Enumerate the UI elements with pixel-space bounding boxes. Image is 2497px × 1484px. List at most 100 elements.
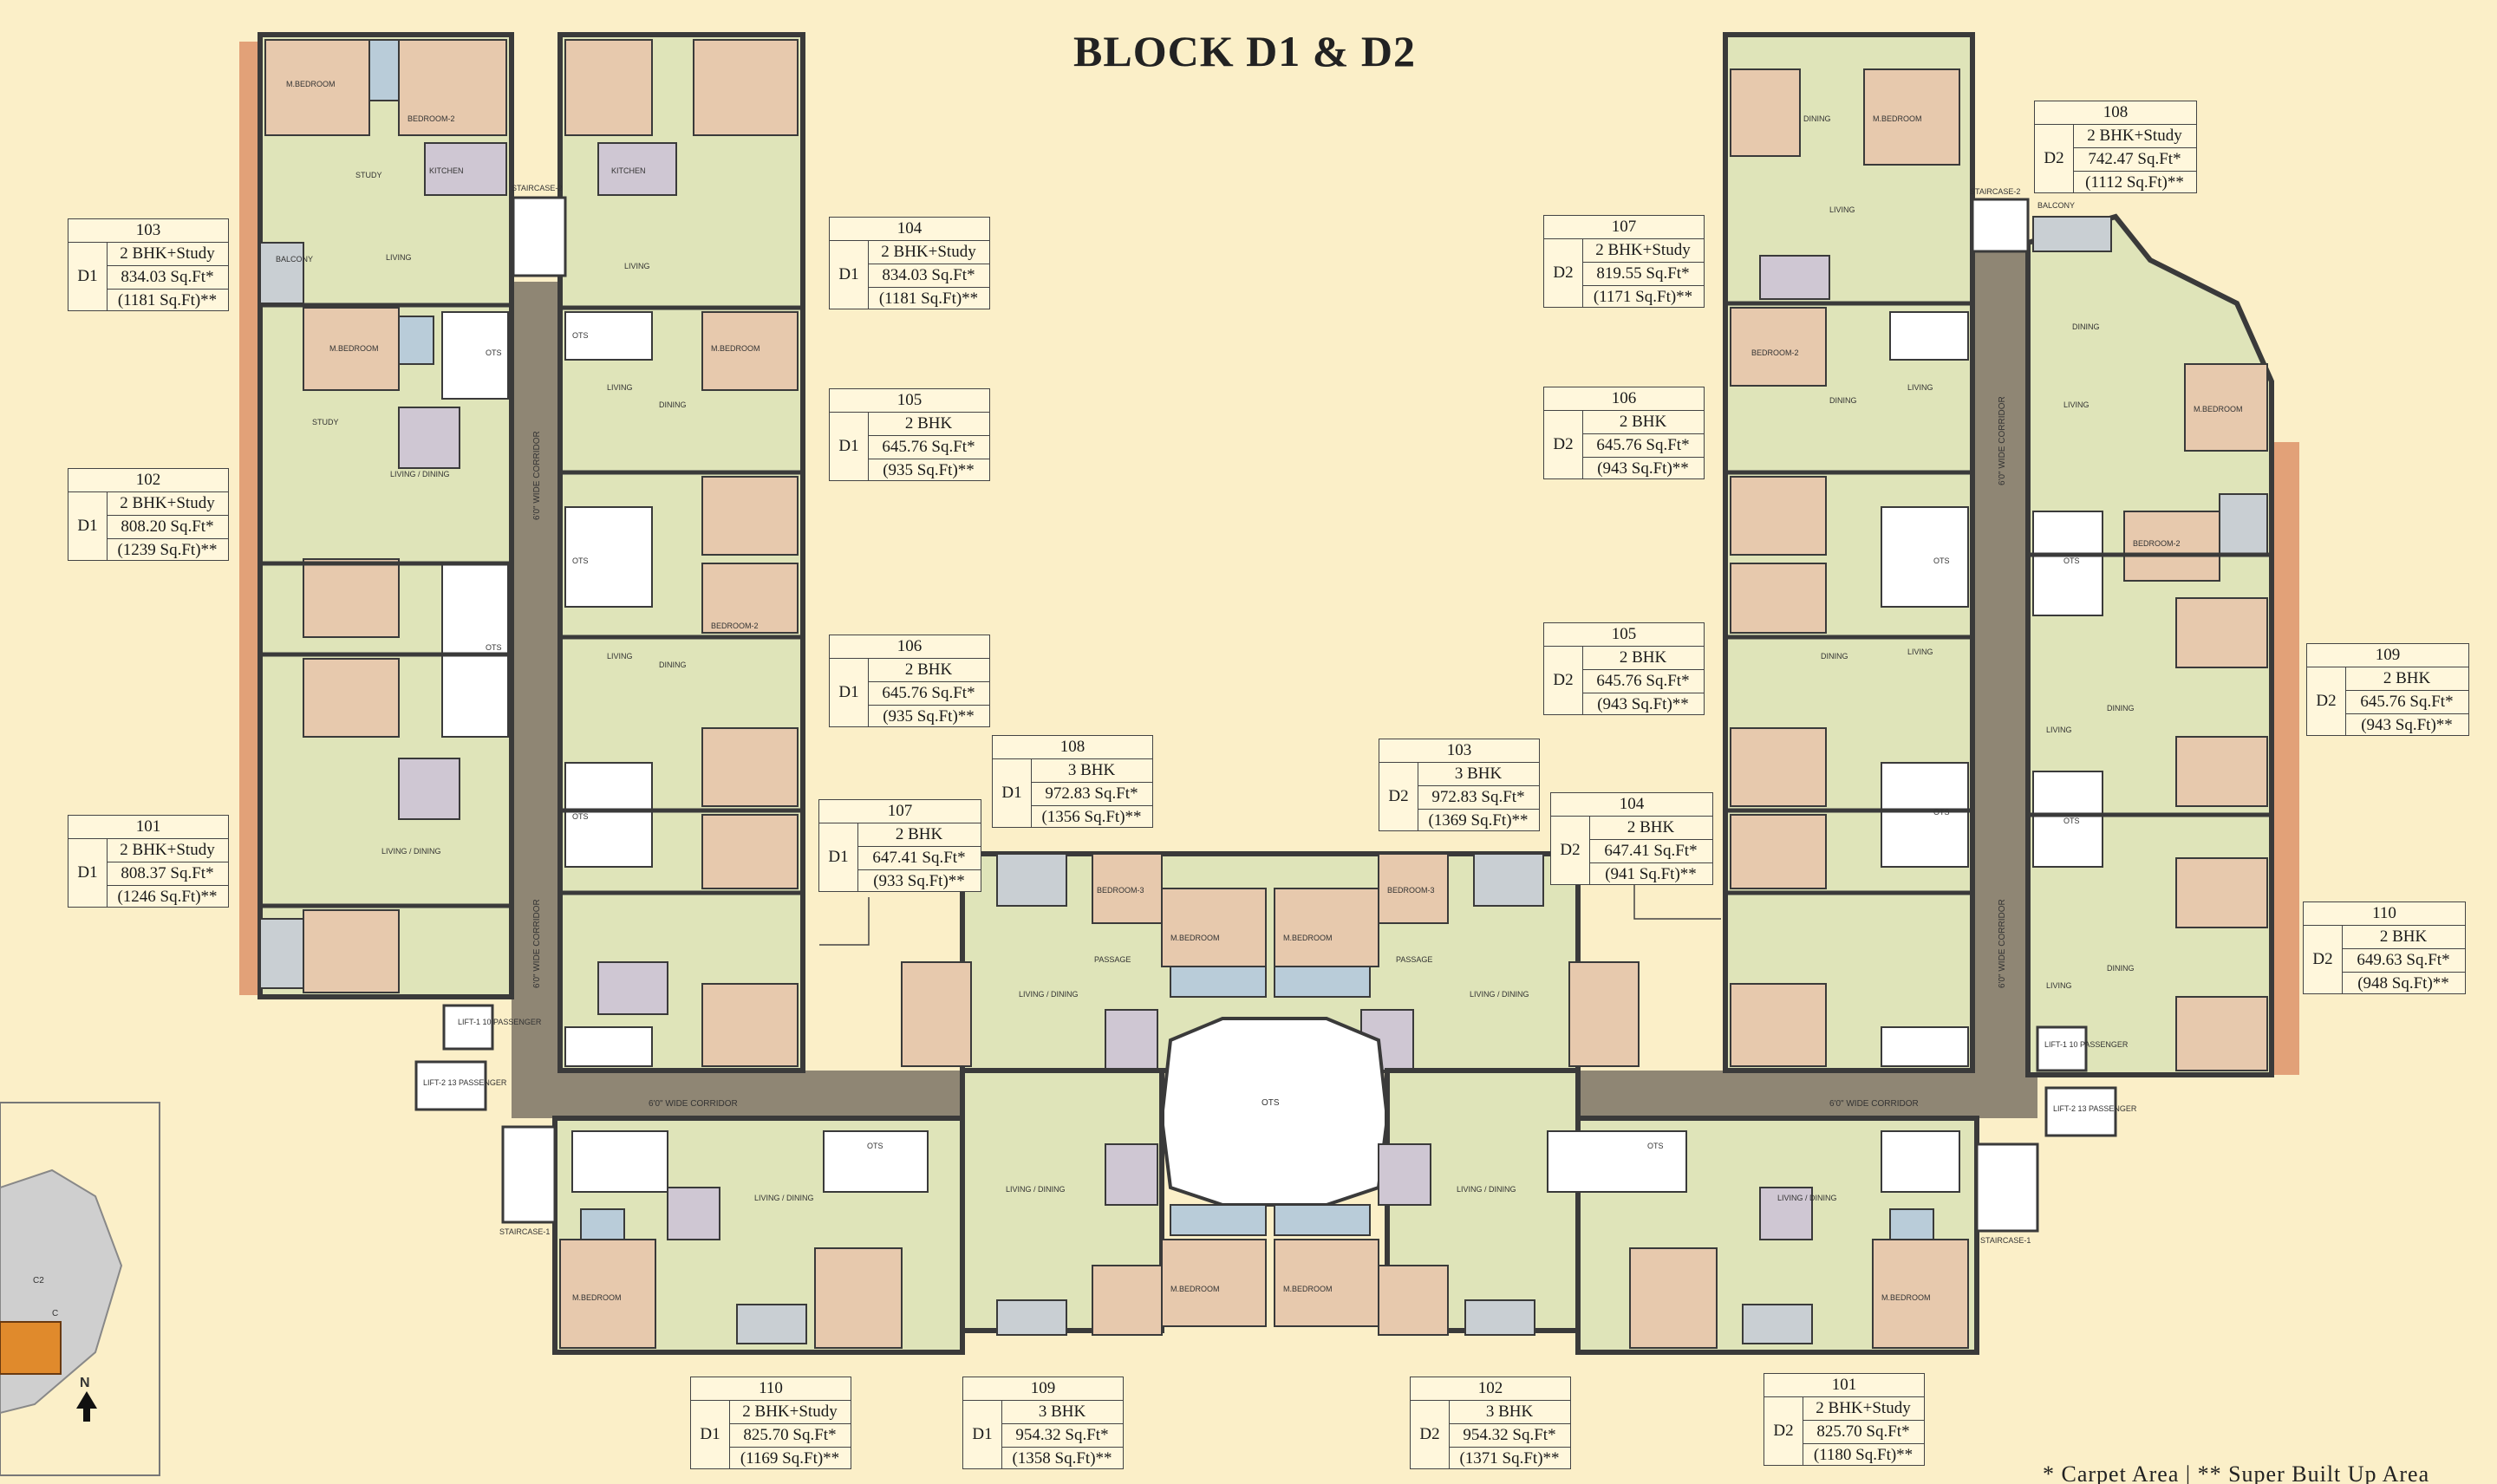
room-label-living: LIVING	[1907, 383, 1933, 392]
room-kitchen	[1378, 1143, 1431, 1206]
page-title: BLOCK D1 & D2	[1073, 27, 1416, 75]
unit-type: 2 BHK	[1582, 411, 1704, 434]
room-label-m-bedroom: M.BEDROOM	[1170, 934, 1220, 942]
unit-block: D2	[1544, 647, 1583, 714]
key-plan-highlight	[0, 1321, 62, 1375]
unit-block: D2	[1544, 411, 1583, 478]
north-label: N	[80, 1376, 90, 1390]
room-label-bedroom-3: BEDROOM-3	[1097, 886, 1144, 895]
room-ots	[564, 1026, 653, 1067]
room-label-dining: DINING	[2072, 322, 2100, 331]
room-label-living-dining: LIVING / DINING	[1006, 1185, 1066, 1194]
lift-1-label: LIFT-1 10 PASSENGER	[458, 1018, 542, 1026]
room-balcony	[1473, 853, 1544, 907]
lift-1-shaft	[442, 1004, 494, 1051]
landscape-edge-east	[2273, 442, 2299, 1075]
unit-type: 3 BHK	[1418, 763, 1539, 786]
unit-super-built-up-area: (1181 Sq.Ft)**	[117, 291, 218, 309]
unit-block: D1	[830, 413, 869, 480]
unit-block: D1	[830, 659, 869, 726]
staircase-1-east	[1975, 1142, 2039, 1233]
room-bedroom	[1730, 727, 1827, 807]
unit-super-built-up-area: (943 Sq.Ft)**	[1597, 459, 1689, 478]
unit-type: 2 BHK	[1589, 817, 1712, 840]
room-ots	[564, 762, 653, 868]
unit-carpet-area: 649.63 Sq.Ft*	[2342, 949, 2465, 973]
unit-carpet-area: 645.76 Sq.Ft*	[868, 436, 989, 459]
room-label-living: LIVING	[607, 652, 633, 661]
unit-type: 2 BHK+Study	[729, 1401, 851, 1424]
unit-type: 2 BHK	[857, 823, 981, 847]
room-kitchen	[424, 142, 507, 196]
unit-super-built-up-area: (933 Sq.Ft)**	[873, 872, 965, 890]
room-label-passage: PASSAGE	[1396, 955, 1432, 964]
room-bedroom	[701, 727, 799, 807]
wing-south-west	[552, 1116, 965, 1355]
room-kitchen	[597, 142, 677, 196]
room-label-living: LIVING	[386, 253, 412, 262]
room-label-m-bedroom: M.BEDROOM	[286, 80, 336, 88]
room-label-living: LIVING	[2046, 981, 2072, 990]
unit-block: D1	[993, 759, 1032, 827]
corridor-label-east-lower: 6'0" WIDE CORRIDOR	[1998, 899, 2007, 988]
unit-type: 2 BHK	[2345, 667, 2468, 691]
room-bedroom	[564, 39, 653, 136]
unit-super-built-up-area: (948 Sq.Ft)**	[2357, 974, 2449, 993]
room-balcony	[259, 918, 304, 989]
room-label-living: LIVING	[607, 383, 633, 392]
room-ots	[1547, 1130, 1687, 1193]
room-balcony	[2032, 216, 2112, 252]
room-bedroom	[303, 558, 400, 638]
corridor-label-west: 6'0" WIDE CORRIDOR	[532, 431, 542, 520]
room-toilet	[580, 1208, 625, 1240]
room-bedroom	[1730, 68, 1801, 157]
room-bedroom	[2123, 511, 2220, 582]
room-label-bedroom-2: BEDROOM-2	[407, 114, 455, 123]
room-label-dining: DINING	[659, 400, 687, 409]
room-label-m-bedroom: M.BEDROOM	[1283, 1285, 1333, 1293]
room-bedroom	[264, 39, 370, 136]
room-label-m-bedroom: M.BEDROOM	[572, 1293, 622, 1302]
unit-number: 105	[830, 389, 989, 413]
room-balcony	[259, 242, 304, 304]
room-ots	[1881, 762, 1969, 868]
unit-carpet-area: 808.37 Sq.Ft*	[107, 862, 228, 886]
room-bedroom	[1092, 1265, 1163, 1336]
room-label-m-bedroom: M.BEDROOM	[329, 344, 379, 353]
room-bedroom	[814, 1247, 903, 1349]
unit-super-built-up-area: (1246 Sq.Ft)**	[117, 888, 218, 906]
unit-carpet-area: 645.76 Sq.Ft*	[2345, 691, 2468, 714]
unit-super-built-up-area: (935 Sq.Ft)**	[883, 461, 975, 479]
unit-super-built-up-area: (943 Sq.Ft)**	[2361, 716, 2453, 734]
unit-carpet-area: 645.76 Sq.Ft*	[868, 682, 989, 706]
room-bedroom	[398, 39, 507, 136]
central-ots-label: OTS	[1262, 1098, 1280, 1108]
unit-carpet-area: 825.70 Sq.Ft*	[729, 1424, 851, 1448]
room-label-bedroom-2: BEDROOM-2	[1751, 348, 1799, 357]
room-label-dining: DINING	[659, 661, 687, 669]
room-label-m-bedroom: M.BEDROOM	[2194, 405, 2243, 413]
room-kitchen	[597, 961, 668, 1015]
key-plan-label-c: C	[52, 1309, 58, 1318]
unit-number: 102	[1411, 1377, 1570, 1401]
room-label-m-bedroom: M.BEDROOM	[1170, 1285, 1220, 1293]
unit-carpet-area: 647.41 Sq.Ft*	[857, 847, 981, 870]
room-label-study: STUDY	[355, 171, 382, 179]
room-bedroom	[1872, 1239, 1969, 1349]
room-kitchen	[1105, 1143, 1158, 1206]
unit-type: 2 BHK	[2342, 926, 2465, 949]
unit-super-built-up-area: (1369 Sq.Ft)**	[1428, 811, 1529, 830]
room-label-balcony: BALCONY	[2037, 201, 2075, 210]
unit-type: 2 BHK	[1582, 647, 1704, 670]
unit-super-built-up-area: (943 Sq.Ft)**	[1597, 695, 1689, 713]
unit-carpet-area: 972.83 Sq.Ft*	[1418, 786, 1539, 810]
room-bedroom	[1730, 476, 1827, 556]
ots-label: OTS	[867, 1142, 883, 1150]
ots-label: OTS	[1647, 1142, 1664, 1150]
